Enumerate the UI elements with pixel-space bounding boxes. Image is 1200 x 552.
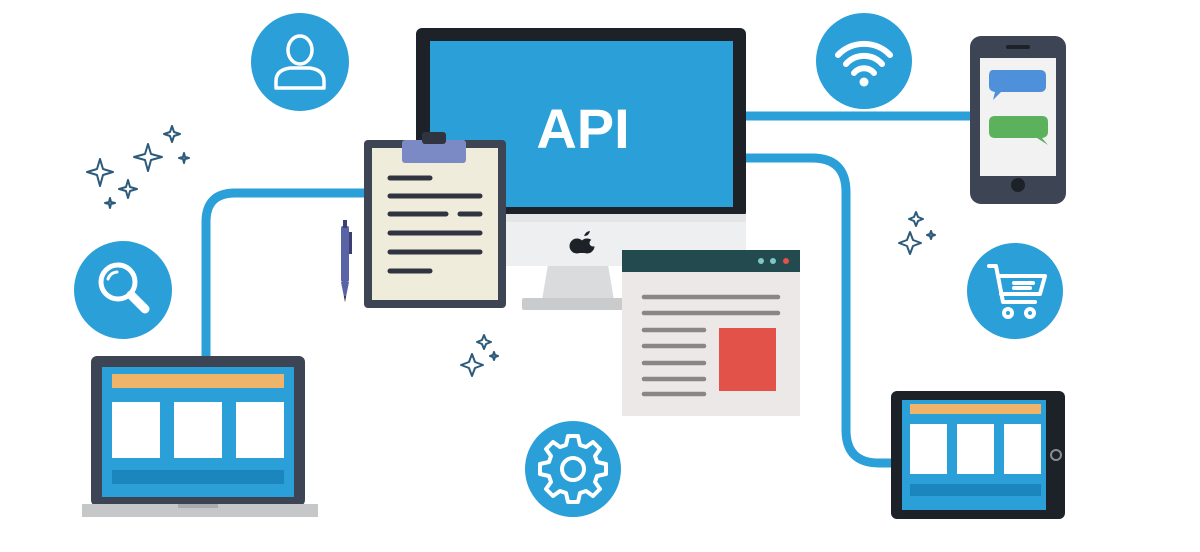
shopping-cart-icon xyxy=(987,264,1047,319)
sparkle-icon xyxy=(489,351,499,361)
line-laptop-to-clipboard xyxy=(201,188,370,361)
browser-dot xyxy=(758,258,764,264)
sparkle-icon xyxy=(163,125,181,143)
sparkle-icon xyxy=(460,353,484,377)
sparkles xyxy=(86,125,936,377)
clipboard-text-lines xyxy=(387,175,483,274)
search-circle xyxy=(74,241,172,339)
laptop-panel xyxy=(112,402,160,458)
laptop-panel xyxy=(236,402,284,458)
sparkle-icon xyxy=(104,197,116,209)
chat-bubble-blue xyxy=(989,70,1046,100)
sparkle-icon xyxy=(926,230,936,240)
gear-icon xyxy=(538,434,608,504)
user-circle xyxy=(251,13,349,111)
wifi-icon xyxy=(835,40,893,76)
pen xyxy=(341,220,352,302)
browser-window xyxy=(622,250,800,416)
laptop-panel xyxy=(174,402,222,458)
tablet-panel xyxy=(1004,424,1041,474)
laptop xyxy=(82,356,318,517)
sparkle-icon xyxy=(118,179,138,199)
sparkle-icon xyxy=(178,152,190,164)
clipboard xyxy=(364,132,506,308)
chat-bubble-green xyxy=(989,116,1048,145)
connection-lines xyxy=(201,111,980,468)
sparkle-icon xyxy=(86,158,114,187)
sparkle-icon xyxy=(908,211,924,227)
browser-text-lines xyxy=(641,294,781,397)
smartphone xyxy=(970,36,1066,204)
tablet-panel xyxy=(910,424,947,474)
cart-circle xyxy=(967,243,1063,339)
settings-circle xyxy=(525,421,621,517)
sparkle-icon xyxy=(133,143,163,172)
browser-dot xyxy=(770,258,776,264)
tablet-home-button xyxy=(1050,449,1062,461)
browser-image-block xyxy=(719,328,776,391)
sparkle-icon xyxy=(898,231,922,255)
apple-logo-icon xyxy=(569,231,597,254)
sparkle-icon xyxy=(476,334,492,350)
magnifier-icon xyxy=(98,262,150,314)
browser-dot xyxy=(783,258,789,264)
tablet xyxy=(891,391,1065,519)
user-icon xyxy=(274,34,326,90)
wifi-circle xyxy=(816,13,912,109)
line-monitor-to-tablet xyxy=(740,153,898,468)
api-label: API xyxy=(536,97,629,160)
tablet-panel xyxy=(957,424,994,474)
